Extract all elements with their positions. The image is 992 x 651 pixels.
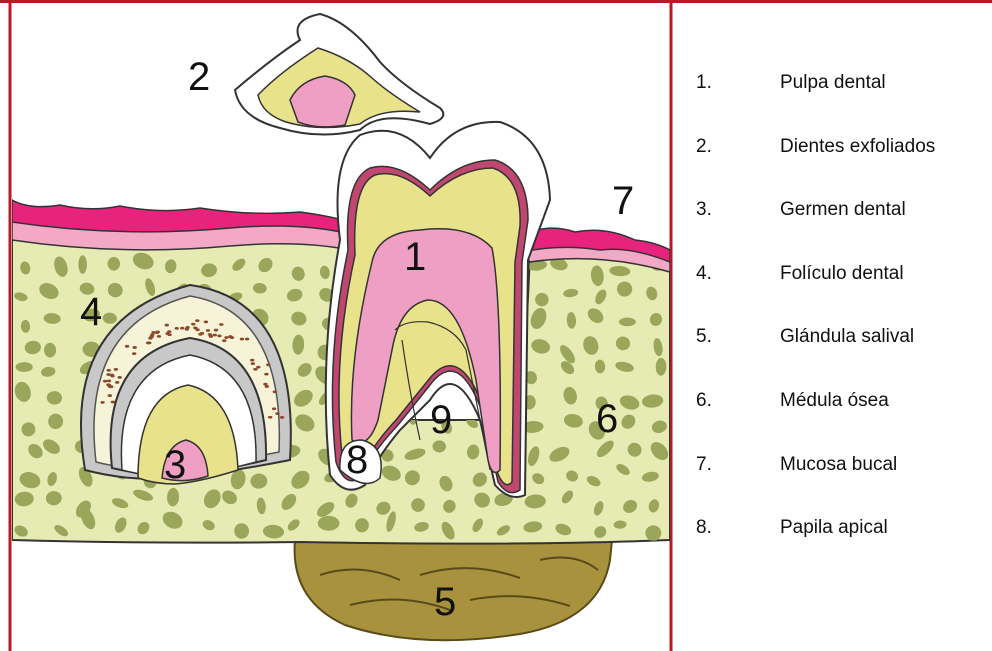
- legend: 1. Pulpa dental 2. Dientes exfoliados 3.…: [676, 72, 992, 581]
- follicle-dot: [195, 328, 199, 331]
- follicle-dot: [280, 416, 284, 419]
- follicle-dot: [107, 369, 111, 372]
- follicle-dot: [198, 333, 202, 336]
- exfoliated-tooth: [235, 14, 443, 135]
- marrow-cell: [645, 525, 661, 540]
- legend-item: 6. Médula ósea: [676, 390, 992, 454]
- follicle-dot: [117, 376, 121, 379]
- follicle-dot: [219, 323, 223, 326]
- follicle-dot: [273, 390, 277, 393]
- legend-number: 7.: [676, 454, 780, 476]
- follicle-dot: [185, 328, 189, 331]
- legend-item: 3. Germen dental: [676, 199, 992, 263]
- legend-number: 6.: [676, 390, 780, 412]
- follicle-dot: [224, 336, 228, 339]
- legend-term: Glándula salival: [780, 326, 914, 348]
- legend-number: 4.: [676, 263, 780, 285]
- follicle-dot: [268, 416, 272, 419]
- legend-number: 5.: [676, 326, 780, 348]
- follicle-dot: [240, 338, 244, 341]
- follicle-dot: [151, 331, 155, 334]
- follicle-dot: [165, 324, 169, 327]
- marrow-cell: [619, 318, 636, 327]
- follicle-dot: [146, 341, 150, 344]
- legend-term: Médula ósea: [780, 390, 889, 412]
- follicle-dot: [132, 346, 136, 349]
- follicle-dot: [256, 366, 260, 369]
- follicle-dot: [150, 333, 154, 336]
- legend-item: 4. Folículo dental: [676, 263, 992, 327]
- label-6: 6: [596, 397, 618, 441]
- follicle-dot: [222, 339, 226, 342]
- legend-term: Pulpa dental: [780, 72, 886, 94]
- marrow-cell: [318, 516, 340, 531]
- legend-item: 5. Glándula salival: [676, 326, 992, 390]
- follicle-dot: [132, 352, 136, 355]
- follicle-dot: [191, 323, 195, 326]
- tooth-diagram: 1 2 3 4 5 6 7 8 9: [0, 0, 672, 651]
- follicle-dot: [156, 331, 160, 334]
- follicle-dot: [253, 368, 257, 371]
- legend-term: Mucosa bucal: [780, 454, 897, 476]
- legend-term: Papila apical: [780, 517, 888, 539]
- label-1: 1: [404, 235, 426, 279]
- follicle-dot: [108, 394, 112, 397]
- follicle-dot: [230, 336, 234, 339]
- follicle-dot: [213, 334, 217, 337]
- legend-number: 8.: [676, 517, 780, 539]
- follicle-dot: [275, 412, 279, 415]
- follicle-dot: [125, 345, 129, 348]
- legend-item: 8. Papila apical: [676, 517, 992, 581]
- follicle-dot: [250, 359, 254, 362]
- follicle-dot: [264, 373, 268, 376]
- follicle-dot: [204, 321, 208, 324]
- follicle-dot: [217, 334, 221, 337]
- legend-number: 2.: [676, 136, 780, 158]
- legend-item: 1. Pulpa dental: [676, 72, 992, 136]
- follicle-dot: [167, 333, 171, 336]
- follicle-dot: [148, 337, 152, 340]
- follicle-dot: [263, 383, 267, 386]
- follicle-dot: [209, 335, 213, 338]
- label-9: 9: [430, 398, 452, 442]
- legend-term: Dientes exfoliados: [780, 136, 935, 158]
- follicle-dot: [103, 380, 107, 383]
- marrow-cell: [78, 255, 87, 274]
- follicle-dot: [175, 327, 179, 330]
- label-8: 8: [346, 438, 368, 482]
- follicle-dot: [107, 379, 111, 382]
- follicle-dot: [114, 368, 118, 371]
- legend-item: 7. Mucosa bucal: [676, 454, 992, 518]
- legend-number: 3.: [676, 199, 780, 221]
- follicle-dot: [157, 335, 161, 338]
- follicle-dot: [106, 373, 110, 376]
- follicle-dot: [115, 381, 119, 384]
- legend-number: 1.: [676, 72, 780, 94]
- follicle-dot: [214, 329, 218, 332]
- follicle-dot: [195, 319, 199, 322]
- legend-term: Germen dental: [780, 199, 906, 221]
- label-7: 7: [612, 179, 634, 223]
- label-4: 4: [80, 290, 102, 334]
- label-2: 2: [188, 55, 210, 99]
- follicle-dot: [245, 338, 249, 341]
- follicle-dot: [272, 407, 276, 410]
- legend-term: Folículo dental: [780, 263, 904, 285]
- follicle-dot: [106, 383, 110, 386]
- follicle-dot: [110, 375, 114, 378]
- label-3: 3: [164, 443, 186, 487]
- legend-item: 2. Dientes exfoliados: [676, 136, 992, 200]
- follicle-dot: [206, 329, 210, 332]
- follicle-dot: [100, 401, 104, 404]
- follicle-dot: [180, 327, 184, 330]
- follicle-dot: [251, 362, 255, 365]
- follicle-dot: [266, 363, 270, 366]
- label-5: 5: [434, 580, 456, 624]
